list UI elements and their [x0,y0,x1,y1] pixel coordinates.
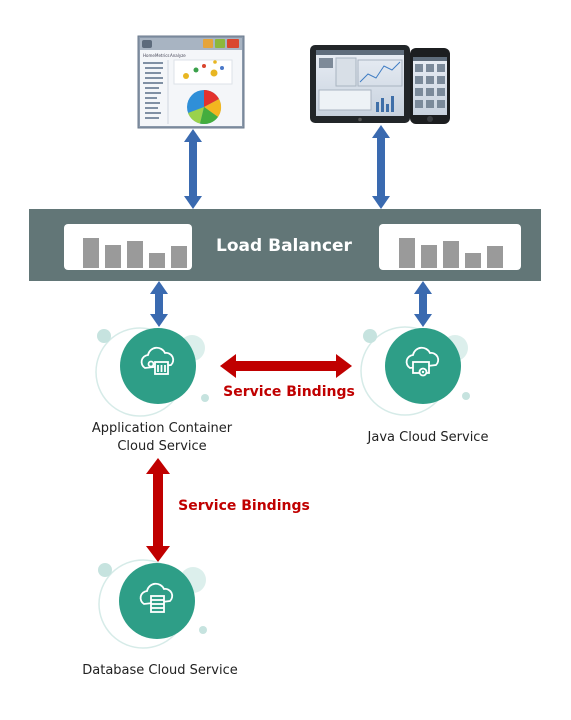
lb-right-bars [399,238,503,268]
desktop-app-screenshot: Home Metrics Analyze [137,35,245,129]
load-balancer-label: Load Balancer [216,236,353,256]
blue-arrow-desktop-lb [184,129,202,209]
pie-chart [187,90,222,125]
load-balancer: Load Balancer [29,209,541,281]
java-label: Java Cloud Service [367,430,489,445]
red-arrow-vertical [146,458,170,562]
maximize-icon [215,39,225,48]
service-bindings-label-vertical: Service Bindings [178,498,310,514]
close-icon [227,39,239,48]
lb-left-bars [83,238,187,268]
blue-arrow-lb-app [150,281,168,327]
cloud-monitor-gear-icon [405,346,440,377]
desktop-menu-metrics: Metrics [155,53,170,58]
window-menu-icon [142,40,152,48]
java-service: Java Cloud Service [360,326,489,445]
app-container-label-line1: Application Container [92,421,233,436]
blue-arrow-lb-java [414,281,432,327]
app-container-label-line2: Cloud Service [117,439,206,454]
database-label: Database Cloud Service [82,663,237,678]
bubble-chart [173,59,233,85]
mobile-devices-screenshot [310,45,450,124]
desktop-menu-analyze: Analyze [170,53,186,58]
cloud-container-icon [140,346,175,375]
red-arrow-horizontal [220,354,352,378]
service-bindings-label-horizontal: Service Bindings [223,384,355,400]
app-container-service: Application Container Cloud Service [92,327,233,454]
cloud-database-icon [139,582,174,613]
desktop-app-sidebar [143,62,163,119]
desktop-menu-home: Home [143,53,155,58]
blue-arrow-mobile-lb [372,125,390,209]
desktop-app-menu: Home Metrics Analyze [143,53,186,58]
database-service: Database Cloud Service [82,559,238,678]
minimize-icon [203,39,213,48]
